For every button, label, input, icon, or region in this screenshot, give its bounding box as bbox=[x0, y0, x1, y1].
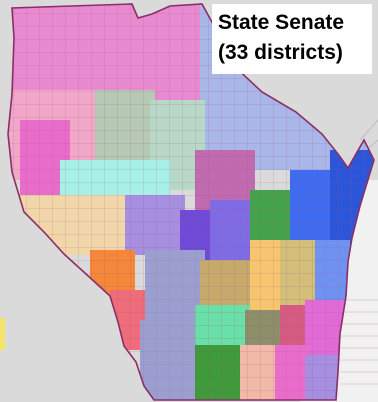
map-title-box: State Senate (33 districts) bbox=[212, 4, 372, 74]
lake-lines bbox=[340, 119, 378, 385]
edge-marker bbox=[0, 318, 5, 350]
map-title-line2: (33 districts) bbox=[218, 41, 343, 64]
state-outline bbox=[7, 3, 375, 401]
map-title-line1: State Senate bbox=[218, 11, 345, 34]
